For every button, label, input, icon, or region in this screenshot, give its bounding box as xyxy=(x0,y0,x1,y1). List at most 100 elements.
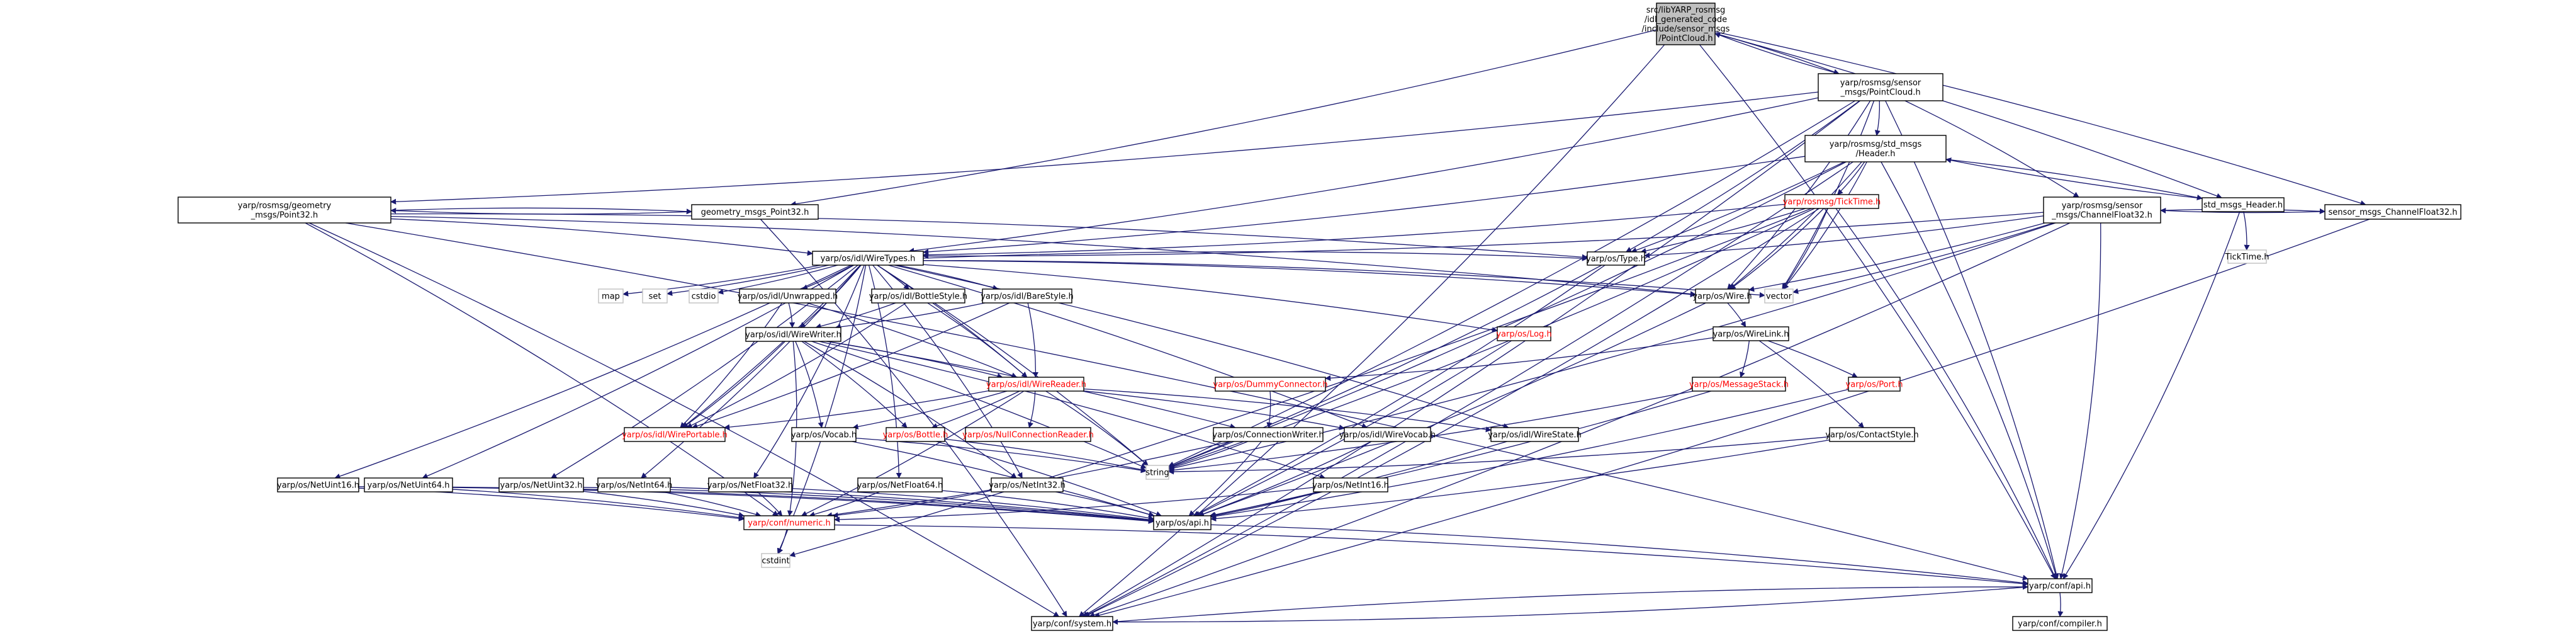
node-label: yarp/conf/numeric.h xyxy=(748,519,831,528)
edge-wirereader-to-wirestate xyxy=(1083,388,1492,433)
node-wirelink[interactable]: yarp/os/WireLink.h xyxy=(1713,326,1789,341)
node-std_msgs_header[interactable]: std_msgs_Header.h xyxy=(2202,197,2285,212)
node-netint32[interactable]: yarp/os/NetInt32.h xyxy=(989,477,1066,492)
edge-pointcloud-to-header xyxy=(1874,100,1881,136)
node-wirestate[interactable]: yarp/os/idl/WireState.h xyxy=(1488,427,1582,442)
node-cstdio[interactable]: cstdio xyxy=(689,288,719,304)
node-label: yarp/os/idl/WireState.h xyxy=(1488,431,1582,440)
edge-wirereader-to-wirevocab xyxy=(1083,390,1345,431)
edge-wiretypes-to-unwrapped xyxy=(802,265,853,290)
node-type[interactable]: yarp/os/Type.h xyxy=(1586,251,1646,266)
edge-ticktime-to-vector xyxy=(1782,208,1828,290)
edge-root-to-sensor_channel xyxy=(1714,31,2366,206)
node-netfloat32[interactable]: yarp/os/NetFloat32.h xyxy=(707,477,794,492)
node-box xyxy=(1344,427,1431,442)
edge-netuint16-to-numeric xyxy=(358,487,745,521)
node-log[interactable]: yarp/os/Log.h xyxy=(1496,326,1552,341)
node-netuint32[interactable]: yarp/os/NetUint32.h xyxy=(498,477,584,492)
node-box xyxy=(1215,377,1326,392)
node-vocab[interactable]: yarp/os/Vocab.h xyxy=(791,427,857,442)
node-netint16[interactable]: yarp/os/NetInt16.h xyxy=(1312,477,1389,492)
edge-vocab-to-string xyxy=(855,438,1147,474)
node-unwrapped[interactable]: yarp/os/idl/Unwrapped.h xyxy=(738,288,838,304)
node-header[interactable]: yarp/rosmsg/std_msgs/Header.h xyxy=(1804,135,1947,162)
node-label: _msgs/PointCloud.h xyxy=(1840,88,1920,98)
edge-channelfloat32-to-wiretypes xyxy=(923,212,2044,259)
node-box xyxy=(498,477,584,492)
node-confapi[interactable]: yarp/conf/api.h xyxy=(2027,578,2093,593)
edge-netint16-to-numeric xyxy=(834,487,1314,523)
edge-pointcloud-to-channelfloat32 xyxy=(1904,100,2079,198)
node-box xyxy=(991,477,1064,492)
node-sensor_channel[interactable]: sensor_msgs_ChannelFloat32.h xyxy=(2324,204,2461,220)
node-ticktime[interactable]: yarp/rosmsg/TickTime.h xyxy=(1783,194,1881,209)
node-wiretypes[interactable]: yarp/os/idl/WireTypes.h xyxy=(812,251,924,266)
node-nullconnectionreader[interactable]: yarp/os/NullConnectionReader.h xyxy=(962,427,1094,442)
node-label: yarp/os/idl/BareStyle.h xyxy=(981,292,1074,302)
node-wirevocab[interactable]: yarp/os/idl/WireVocab.h xyxy=(1339,427,1436,442)
node-map[interactable]: map xyxy=(598,288,624,304)
node-channelfloat32[interactable]: yarp/rosmsg/sensor_msgs/ChannelFloat32.h xyxy=(2043,196,2161,224)
node-label: geometry_msgs_Point32.h xyxy=(701,208,809,217)
edge-layer xyxy=(305,29,2370,625)
node-wirewriter[interactable]: yarp/os/idl/WireWriter.h xyxy=(745,327,841,342)
node-label: string xyxy=(1145,469,1169,478)
edge-ticktime-to-system xyxy=(1084,208,1820,617)
node-netint64[interactable]: yarp/os/NetInt64.h xyxy=(596,477,673,492)
node-cstdint[interactable]: cstdint xyxy=(761,553,790,568)
node-wire[interactable]: yarp/os/Wire.h xyxy=(1692,288,1752,304)
node-bottle[interactable]: yarp/os/Bottle.h xyxy=(883,427,948,442)
node-pointcloud[interactable]: yarp/rosmsg/sensor_msgs/PointCloud.h xyxy=(1818,73,1943,101)
node-label: yarp/os/Wire.h xyxy=(1692,292,1752,302)
node-barestyle[interactable]: yarp/os/idl/BareStyle.h xyxy=(981,288,1074,304)
edge-bottle-to-osapi xyxy=(936,441,1162,517)
edge-osapi-to-confapi xyxy=(1210,524,2028,586)
node-point32[interactable]: yarp/rosmsg/geometry_msgs/Point32.h xyxy=(177,196,391,224)
node-label: sensor_msgs_ChannelFloat32.h xyxy=(2329,208,2458,217)
node-netuint16[interactable]: yarp/os/NetUint16.h xyxy=(277,477,359,492)
node-label: yarp/os/idl/WireReader.h xyxy=(986,380,1086,390)
edge-pointcloud-to-wiretypes xyxy=(908,97,1819,254)
node-contactstyle[interactable]: yarp/os/ContactStyle.h xyxy=(1825,427,1919,442)
edge-connectionwriter-to-string xyxy=(1168,441,1248,470)
edge-header-to-wiretypes xyxy=(923,156,1806,255)
node-box xyxy=(2227,249,2267,264)
edge-sensor_channel-to-channelfloat32 xyxy=(2160,207,2326,214)
edge-wire-to-osapi xyxy=(1198,302,1706,517)
node-netuint64[interactable]: yarp/os/NetUint64.h xyxy=(364,477,453,492)
node-messagestack[interactable]: yarp/os/MessageStack.h xyxy=(1689,377,1789,392)
node-osapi[interactable]: yarp/os/api.h xyxy=(1153,515,1212,530)
edge-connectionwriter-to-osapi xyxy=(1188,441,1262,516)
node-vector[interactable]: vector xyxy=(1764,288,1794,304)
node-box xyxy=(2012,616,2108,631)
edge-port-to-osapi xyxy=(1210,389,1849,520)
node-box xyxy=(1145,465,1169,480)
node-dummyconnector[interactable]: yarp/os/DummyConnector.h xyxy=(1213,377,1328,392)
node-ticktime_plain[interactable]: TickTime.h xyxy=(2224,249,2269,264)
node-netfloat64[interactable]: yarp/os/NetFloat64.h xyxy=(857,477,943,492)
node-box xyxy=(1490,427,1579,442)
node-box xyxy=(689,288,719,304)
edge-pointcloud-to-string xyxy=(1168,100,1855,467)
node-label: /PointCloud.h xyxy=(1658,34,1713,43)
node-port[interactable]: yarp/os/Port.h xyxy=(1846,377,1903,392)
edge-std_msgs_header-to-header xyxy=(1945,157,2203,199)
edge-root-to-geometry_point32 xyxy=(790,29,1657,207)
node-compiler[interactable]: yarp/conf/compiler.h xyxy=(2012,616,2108,631)
node-root[interactable]: src/libYARP_rosmsg/idl_generated_code/in… xyxy=(1642,3,1730,45)
node-wireportable[interactable]: yarp/os/idl/WirePortable.h xyxy=(622,427,728,442)
node-connectionwriter[interactable]: yarp/os/ConnectionWriter.h xyxy=(1212,427,1324,442)
node-geometry_point32[interactable]: geometry_msgs_Point32.h xyxy=(691,204,819,220)
node-box xyxy=(743,515,835,530)
node-wirereader[interactable]: yarp/os/idl/WireReader.h xyxy=(986,377,1086,392)
node-label: yarp/os/WireLink.h xyxy=(1713,330,1789,339)
node-set[interactable]: set xyxy=(642,288,668,304)
node-system[interactable]: yarp/conf/system.h xyxy=(1031,616,1113,631)
node-numeric[interactable]: yarp/conf/numeric.h xyxy=(743,515,835,530)
node-label: yarp/os/idl/WirePortable.h xyxy=(622,431,728,440)
edge-barestyle-to-wirereader xyxy=(1027,302,1039,378)
node-string[interactable]: string xyxy=(1145,465,1169,480)
edge-pointcloud-to-confapi xyxy=(1885,100,2059,579)
node-label: cstdint xyxy=(762,557,789,566)
node-bottlestyle[interactable]: yarp/os/idl/BottleStyle.h xyxy=(869,288,967,304)
